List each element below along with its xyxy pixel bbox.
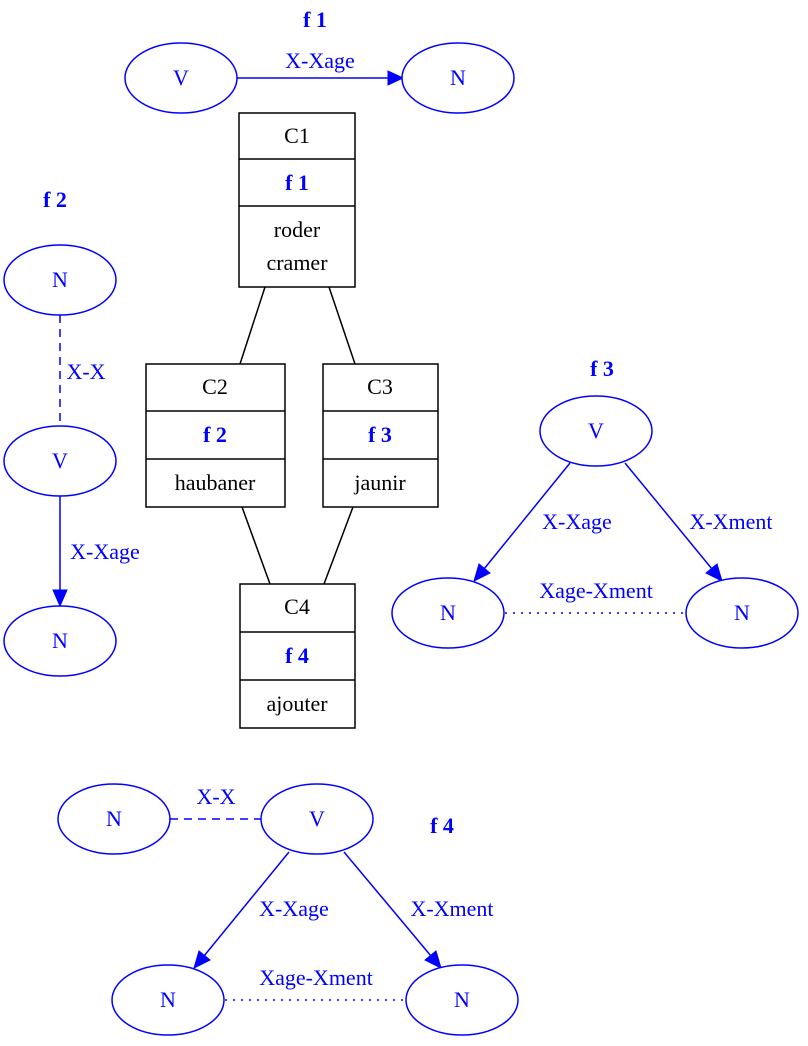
graph-f3-title: f 3 <box>590 356 614 381</box>
node-f3-n-left-label: N <box>440 600 456 625</box>
concept-c1-box <box>238 112 356 288</box>
concept-c2-box <box>145 363 286 508</box>
node-f2-n-top <box>3 244 117 316</box>
graph-f4-title: f 4 <box>430 813 454 838</box>
edge-label-f4-v-right: X-Xment <box>410 896 493 921</box>
edge-f3-v-right <box>624 462 713 570</box>
concept-c3-name: C3 <box>367 374 393 399</box>
concept-c4-box <box>239 583 356 729</box>
concept-c3-feature: f 3 <box>368 422 392 447</box>
graph-f2: f 2 X-X X-Xage N V N <box>3 187 140 677</box>
concept-c4: C4 f 4 ajouter <box>239 583 356 729</box>
concept-c2: C2 f 2 haubaner <box>145 363 286 508</box>
lattice-edge-c1-c2 <box>239 286 266 365</box>
edge-label-f4-left-right: Xage-Xment <box>259 965 373 990</box>
graph-f1-title: f 1 <box>303 7 327 32</box>
node-f4-v-label: V <box>309 806 325 831</box>
concept-c2-feature: f 2 <box>203 422 227 447</box>
edge-label-f2-v-n: X-Xage <box>70 539 140 564</box>
node-f2-n-bottom-label: N <box>52 628 68 653</box>
concept-c4-word: ajouter <box>266 691 328 716</box>
concept-c1: C1 f 1 roder cramer <box>238 112 356 288</box>
node-f2-n-bottom <box>3 605 117 677</box>
node-f3-v-label: V <box>588 418 604 443</box>
concept-lattice: C1 f 1 roder cramer C2 f 2 haubaner C3 f… <box>145 112 439 729</box>
arrowhead-icon <box>424 950 442 969</box>
graph-f2-title: f 2 <box>43 187 67 212</box>
node-f4-v <box>260 783 374 855</box>
edge-label-f2-n-v: X-X <box>66 359 105 384</box>
node-f1-v <box>124 42 238 114</box>
graph-f1: f 1 X-Xage V N <box>124 7 515 114</box>
lattice-edge-c3-c4 <box>323 506 354 585</box>
node-f4-n-right-label: N <box>454 987 470 1012</box>
node-f3-n-left <box>391 577 505 649</box>
edge-label-f3-v-left: X-Xage <box>542 509 612 534</box>
concept-c1-feature: f 1 <box>285 170 309 195</box>
arrowhead-icon <box>193 950 211 969</box>
arrowhead-icon <box>473 563 491 582</box>
node-f4-n-left-label: N <box>160 987 176 1012</box>
lattice-edge-c2-c4 <box>241 506 271 585</box>
concept-c1-name: C1 <box>284 123 310 148</box>
node-f1-n-label: N <box>450 65 466 90</box>
edge-label-f1-v-n: X-Xage <box>285 48 355 73</box>
node-f3-n-right-label: N <box>734 600 750 625</box>
edge-f4-v-left <box>203 851 290 957</box>
node-f4-n-left <box>111 964 225 1036</box>
concept-c4-feature: f 4 <box>285 643 309 668</box>
concept-c3-word: jaunir <box>353 470 406 495</box>
arrowhead-icon <box>705 563 723 582</box>
concept-c1-word: roder <box>274 217 321 242</box>
node-f4-n-top-label: N <box>106 806 122 831</box>
concept-c2-name: C2 <box>202 374 228 399</box>
graph-f4: f 4 X-X X-Xage X-Xment Xage-Xment N V N … <box>57 783 519 1036</box>
node-f3-n-right <box>685 577 799 649</box>
edge-label-f3-left-right: Xage-Xment <box>539 578 653 603</box>
arrowhead-icon <box>387 70 405 86</box>
concept-c1-word: cramer <box>266 250 328 275</box>
node-f3-v <box>539 395 653 467</box>
concept-c4-name: C4 <box>284 594 310 619</box>
edge-label-f4-n-v: X-X <box>196 784 235 809</box>
node-f1-v-label: V <box>173 65 189 90</box>
edge-label-f3-v-right: X-Xment <box>689 509 772 534</box>
node-f2-v <box>3 425 117 497</box>
arrowhead-icon <box>52 589 68 608</box>
edge-label-f4-v-left: X-Xage <box>259 896 329 921</box>
concept-c3: C3 f 3 jaunir <box>322 363 439 508</box>
node-f1-n <box>401 42 515 114</box>
node-f2-v-label: V <box>52 448 68 473</box>
node-f4-n-right <box>405 964 519 1036</box>
concept-c3-box <box>322 363 439 508</box>
edge-f4-v-right <box>343 851 432 957</box>
node-f4-n-top <box>57 783 171 855</box>
node-f2-n-top-label: N <box>52 267 68 292</box>
graph-f3: f 3 X-Xage X-Xment Xage-Xment V N N <box>391 356 799 649</box>
concept-c2-word: haubaner <box>175 470 256 495</box>
lattice-edge-c1-c3 <box>328 286 356 365</box>
edge-f3-v-left <box>483 462 571 570</box>
